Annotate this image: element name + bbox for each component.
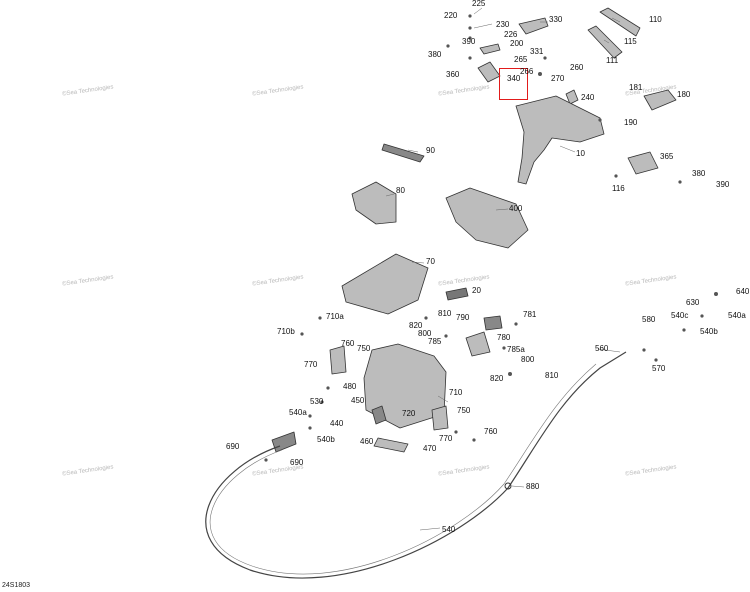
part-label[interactable]: 750 <box>357 344 371 353</box>
part-180 <box>643 89 677 111</box>
part-label[interactable]: 390 <box>716 180 730 189</box>
part-70 <box>341 253 429 315</box>
part-360 <box>477 61 501 83</box>
part-240 <box>565 89 579 105</box>
part-label[interactable]: 90 <box>426 146 435 155</box>
part-label[interactable]: 70 <box>426 257 435 266</box>
part-label[interactable]: 226 <box>504 30 518 39</box>
part-label[interactable]: 760 <box>484 427 498 436</box>
part-label[interactable]: 781 <box>523 310 537 319</box>
part-label[interactable]: 340 <box>507 74 521 83</box>
part-label[interactable]: 390 <box>462 37 476 46</box>
cable-540 <box>205 351 627 579</box>
part-label[interactable]: 360 <box>446 70 460 79</box>
part-365 <box>627 151 659 175</box>
part-label[interactable]: 540b <box>700 327 718 336</box>
part-750-left <box>329 345 347 375</box>
part-label[interactable]: 785a <box>507 345 525 354</box>
part-label[interactable]: 330 <box>549 15 563 24</box>
part-20 <box>445 287 469 301</box>
part-label[interactable]: 570 <box>652 364 666 373</box>
part-label[interactable]: 380 <box>692 169 706 178</box>
part-label[interactable]: 260 <box>570 63 584 72</box>
part-label[interactable]: 380 <box>428 50 442 59</box>
part-790 <box>483 315 503 331</box>
part-label[interactable]: 710 <box>449 388 463 397</box>
part-label[interactable]: 800 <box>418 329 432 338</box>
part-label[interactable]: 800 <box>521 355 535 364</box>
part-label[interactable]: 540a <box>289 408 307 417</box>
part-label[interactable]: 720 <box>402 409 416 418</box>
part-label[interactable]: 225 <box>472 0 486 8</box>
part-label[interactable]: 331 <box>530 47 544 56</box>
part-750-right <box>431 405 449 431</box>
part-label[interactable]: 400 <box>509 204 523 213</box>
part-label[interactable]: 810 <box>438 309 452 318</box>
part-label[interactable]: 580 <box>642 315 656 324</box>
part-label[interactable]: 450 <box>351 396 365 405</box>
part-690 <box>271 431 297 453</box>
part-label[interactable]: 540 <box>442 525 456 534</box>
part-720 <box>371 405 387 425</box>
part-label[interactable]: 460 <box>360 437 374 446</box>
part-label[interactable]: 760 <box>341 339 355 348</box>
part-330 <box>518 17 549 35</box>
part-label[interactable]: 540b <box>317 435 335 444</box>
drawing-code: 24S1803 <box>2 582 31 589</box>
part-115 <box>587 25 623 59</box>
part-label[interactable]: 470 <box>423 444 437 453</box>
part-label[interactable]: 710a <box>326 312 344 321</box>
part-label[interactable]: 690 <box>226 442 240 451</box>
part-label[interactable]: 190 <box>624 118 638 127</box>
part-label[interactable]: 200 <box>510 39 524 48</box>
part-label[interactable]: 690 <box>290 458 304 467</box>
part-label[interactable]: 220 <box>444 11 458 20</box>
part-80 <box>351 181 397 225</box>
part-label[interactable]: 710b <box>277 327 295 336</box>
part-label[interactable]: 480 <box>343 382 357 391</box>
part-label[interactable]: 266 <box>520 67 534 76</box>
part-460 <box>373 437 409 453</box>
part-label[interactable]: 230 <box>496 20 510 29</box>
part-label[interactable]: 530 <box>310 397 324 406</box>
part-label[interactable]: 750 <box>457 406 471 415</box>
part-label[interactable]: 111 <box>606 56 619 65</box>
part-label[interactable]: 116 <box>612 184 625 193</box>
part-label[interactable]: 820 <box>490 374 504 383</box>
part-label[interactable]: 640 <box>736 287 750 296</box>
part-400 <box>445 187 529 249</box>
part-label[interactable]: 780 <box>497 333 511 342</box>
part-780 <box>465 331 491 357</box>
part-label[interactable]: 270 <box>551 74 565 83</box>
part-label[interactable]: 115 <box>624 37 637 46</box>
part-label[interactable]: 785 <box>428 337 442 346</box>
highlight-box <box>499 68 528 100</box>
part-label[interactable]: 240 <box>581 93 595 102</box>
part-200 <box>479 43 501 55</box>
part-label[interactable]: 630 <box>686 298 700 307</box>
part-label[interactable]: 540c <box>671 311 689 320</box>
part-90 <box>381 143 425 163</box>
part-label[interactable]: 810 <box>545 371 559 380</box>
part-label[interactable]: 880 <box>526 482 540 491</box>
part-label[interactable]: 540a <box>728 311 746 320</box>
part-label[interactable]: 180 <box>677 90 691 99</box>
part-10 <box>515 95 605 185</box>
part-label[interactable]: 770 <box>439 434 453 443</box>
part-label[interactable]: 820 <box>409 321 423 330</box>
part-label[interactable]: 20 <box>472 286 481 295</box>
part-label[interactable]: 181 <box>629 83 643 92</box>
part-label[interactable]: 770 <box>304 360 318 369</box>
part-label[interactable]: 80 <box>396 186 405 195</box>
part-label[interactable]: 110 <box>649 15 662 24</box>
part-label[interactable]: 440 <box>330 419 344 428</box>
part-label[interactable]: 365 <box>660 152 674 161</box>
part-label[interactable]: 265 <box>514 55 528 64</box>
part-label[interactable]: 790 <box>456 313 470 322</box>
part-label[interactable]: 10 <box>576 149 585 158</box>
part-label[interactable]: 560 <box>595 344 609 353</box>
